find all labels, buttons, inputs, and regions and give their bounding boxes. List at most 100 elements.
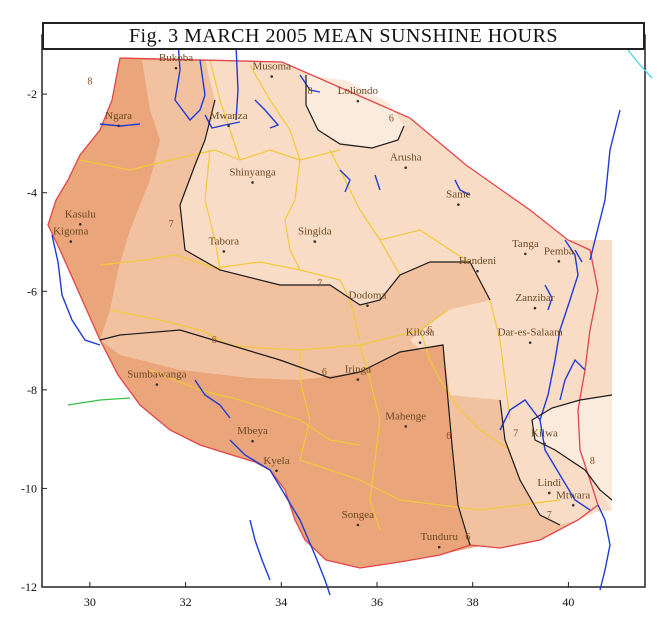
place-name: Lindi	[537, 477, 561, 489]
boundary-green	[67, 397, 131, 406]
place-marker	[547, 491, 551, 495]
place-labels: BukobaMusomaMwanzaNgaraLoliondoArushaShi…	[53, 52, 590, 549]
place-handeni: Handeni	[459, 255, 496, 273]
x-tick-label: 36	[371, 595, 383, 609]
place-marker	[155, 383, 159, 386]
place-tunduru: Tunduru	[420, 531, 458, 549]
place-kilosa: Kilosa	[406, 327, 435, 344]
place-iringa: Iringa	[345, 364, 371, 381]
isoline-label: 7	[317, 278, 322, 289]
place-marker	[437, 545, 441, 549]
isoline-label: 8	[87, 76, 92, 87]
region-borders	[79, 59, 561, 531]
place-mwanza: Mwanza	[210, 110, 248, 128]
place-marker	[404, 425, 408, 428]
place-pemba: Pemba	[544, 245, 574, 263]
place-singida: Singida	[298, 226, 332, 243]
place-marker	[69, 240, 73, 243]
place-name: Iringa	[345, 364, 371, 376]
place-marker	[356, 378, 360, 381]
place-name: Loliondo	[338, 85, 379, 97]
place-marker	[528, 341, 532, 344]
place-tanga: Tanga	[512, 238, 539, 256]
place-name: Dodoma	[348, 290, 386, 302]
place-marker	[457, 203, 460, 206]
place-dar-es-salaam: Dar-es-Salaam	[498, 327, 564, 344]
place-marker	[418, 341, 422, 344]
x-tick-label: 30	[84, 595, 96, 609]
isoline-label: 6	[427, 325, 432, 336]
place-marker	[174, 66, 178, 70]
place-shinyanga: Shinyanga	[229, 166, 276, 184]
place-mahenge: Mahenge	[385, 410, 426, 428]
isoline-label: 6	[465, 532, 470, 543]
place-name: Zanzibar	[515, 292, 554, 304]
place-marker	[543, 442, 546, 445]
boundary-cyan	[627, 49, 653, 79]
place-name: Mwanza	[210, 110, 248, 122]
place-same: Same	[446, 189, 471, 206]
country-border	[47, 57, 599, 569]
place-loliondo: Loliondo	[338, 85, 379, 103]
place-tabora: Tabora	[209, 235, 239, 253]
y-tick-label: -8	[27, 383, 37, 397]
map-title: Fig. 3 MARCH 2005 MEAN SUNSHINE HOURS	[42, 22, 645, 50]
sunshine-zones	[48, 58, 612, 568]
place-name: Kasulu	[65, 208, 97, 220]
place-name: Tanga	[512, 238, 539, 250]
x-tick-label: 40	[562, 595, 574, 609]
place-marker	[222, 250, 226, 253]
place-marker	[270, 75, 274, 78]
x-tick-label: 34	[275, 595, 287, 609]
y-tick-label: -10	[21, 481, 37, 495]
place-marker	[275, 469, 278, 473]
y-tick-label: -2	[27, 87, 37, 101]
place-kasulu: Kasulu	[65, 208, 97, 226]
place-marker	[404, 166, 408, 169]
isoline-label: 7	[547, 510, 552, 521]
isoline-label: 8	[590, 456, 595, 467]
place-marker	[476, 269, 479, 273]
place-marker	[251, 439, 254, 443]
place-ngara: Ngara	[105, 110, 132, 128]
place-kilwa: Kilwa	[531, 428, 558, 445]
place-kyela: Kyela	[263, 455, 290, 473]
place-name: Pemba	[544, 245, 574, 257]
place-name: Mbeya	[237, 425, 268, 437]
place-mbeya: Mbeya	[237, 425, 268, 443]
place-lindi: Lindi	[537, 477, 561, 495]
place-name: Dar-es-Salaam	[498, 327, 564, 339]
place-marker	[117, 124, 120, 128]
place-name: Mahenge	[385, 410, 426, 422]
isoline-label: 8	[308, 86, 313, 97]
place-marker	[227, 124, 230, 128]
place-name: Singida	[298, 226, 332, 238]
water-features	[51, 39, 621, 596]
place-name: Tunduru	[420, 531, 458, 543]
sunshine-isolines	[99, 75, 613, 546]
place-name: Handeni	[459, 255, 496, 267]
place-sumbawanga: Sumbawanga	[127, 369, 187, 386]
place-name: Kyela	[263, 455, 289, 467]
place-name: Mtwara	[556, 489, 590, 501]
place-name: Tabora	[209, 235, 239, 247]
place-musoma: Musoma	[252, 61, 291, 78]
place-name: Kilwa	[531, 428, 558, 440]
place-bukoba: Bukoba	[159, 52, 193, 70]
zone-highest-sunshine-southeast	[532, 395, 612, 510]
place-zanzibar: Zanzibar	[515, 292, 555, 310]
place-dodoma: Dodoma	[348, 290, 386, 307]
isoline-label: 7	[169, 219, 174, 230]
place-songea: Songea	[342, 509, 375, 527]
place-name: Songea	[342, 509, 375, 521]
place-name: Kigoma	[53, 226, 89, 238]
place-marker	[533, 306, 537, 310]
place-name: Musoma	[252, 61, 291, 73]
x-tick-label: 32	[180, 595, 192, 609]
place-name: Same	[446, 189, 471, 201]
y-tick-label: -6	[27, 284, 37, 298]
